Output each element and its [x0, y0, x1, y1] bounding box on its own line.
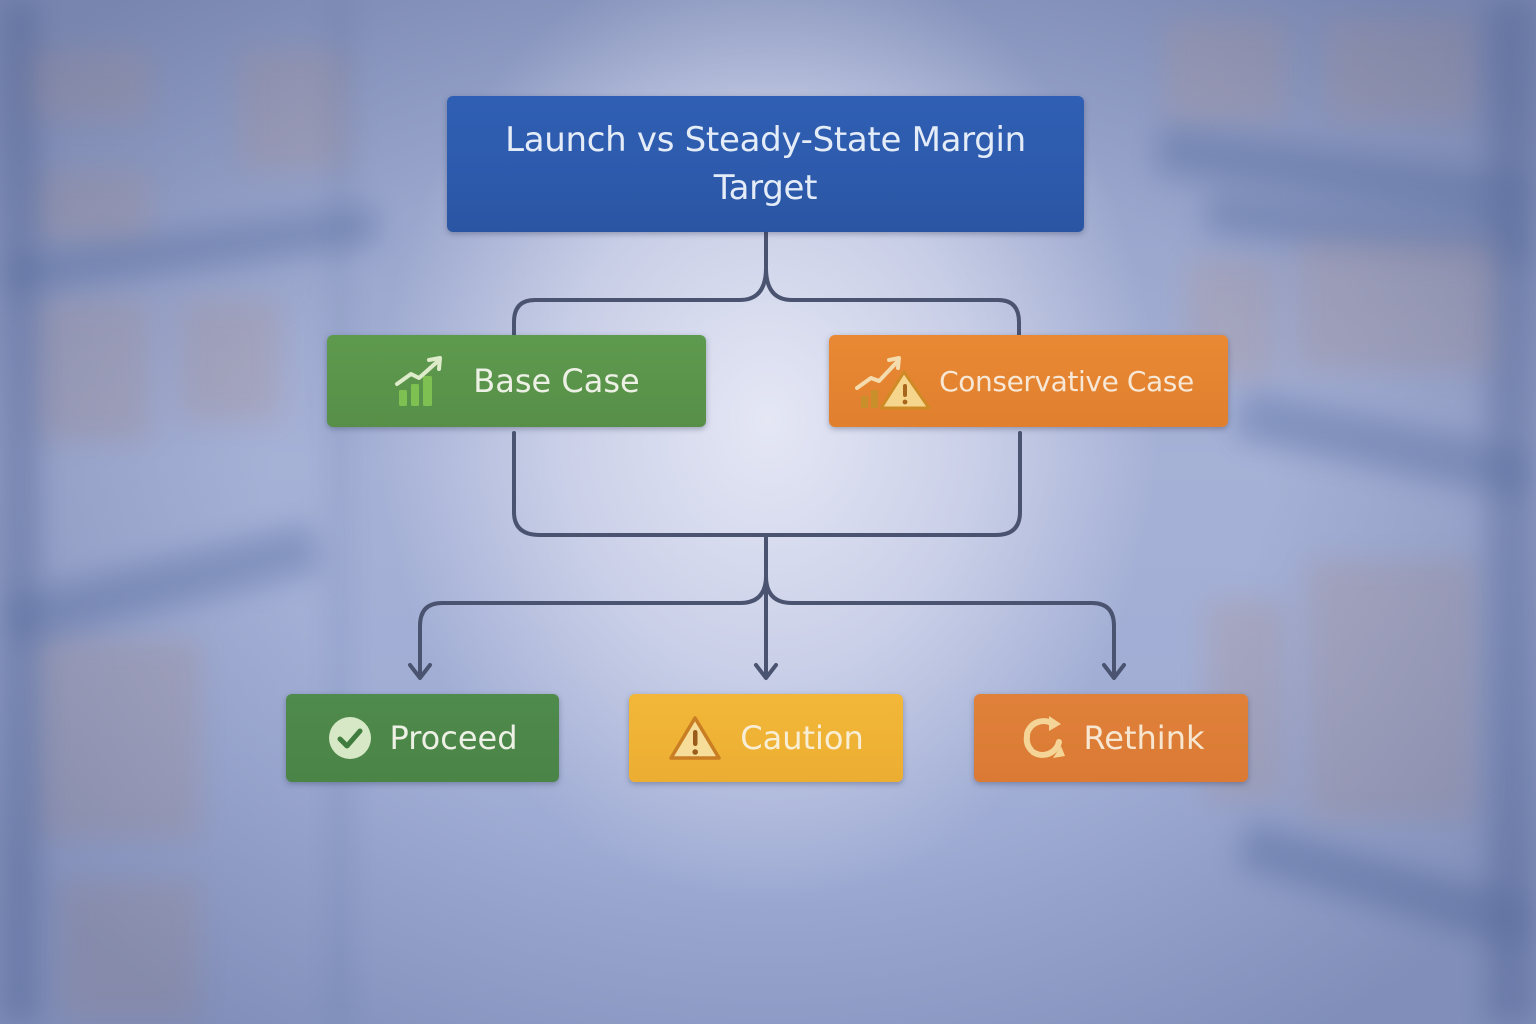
- conservative-case-node: Conservative Case: [829, 335, 1228, 427]
- title-line-2: Target: [713, 168, 818, 208]
- arrowhead-rethink: [1102, 663, 1126, 680]
- connector-title-to-scenarios: [512, 230, 768, 337]
- caution-node: Caution: [629, 694, 903, 782]
- rethink-node: Rethink: [974, 694, 1248, 782]
- warning-triangle-icon: [668, 715, 722, 761]
- proceed-label: Proceed: [389, 719, 518, 757]
- connector-to-outcomes: [418, 533, 768, 678]
- base-case-node: Base Case: [327, 335, 706, 427]
- rethink-label: Rethink: [1083, 719, 1205, 757]
- base-case-label: Base Case: [473, 362, 640, 400]
- arrowhead-proceed: [408, 663, 432, 680]
- conservative-case-label: Conservative Case: [939, 364, 1194, 398]
- connector-scenarios-merge: [512, 431, 1022, 537]
- growth-chart-warning-icon: [853, 350, 937, 412]
- title-line-1: Launch vs Steady-State Margin: [505, 120, 1026, 160]
- caution-label: Caution: [740, 719, 864, 757]
- check-circle-icon: [327, 715, 373, 761]
- refresh-cycle-icon: [1017, 712, 1069, 764]
- growth-chart-icon: [393, 352, 451, 410]
- proceed-node: Proceed: [286, 694, 559, 782]
- arrowhead-caution: [754, 663, 778, 680]
- title-node: Launch vs Steady-State Margin Target: [447, 96, 1084, 232]
